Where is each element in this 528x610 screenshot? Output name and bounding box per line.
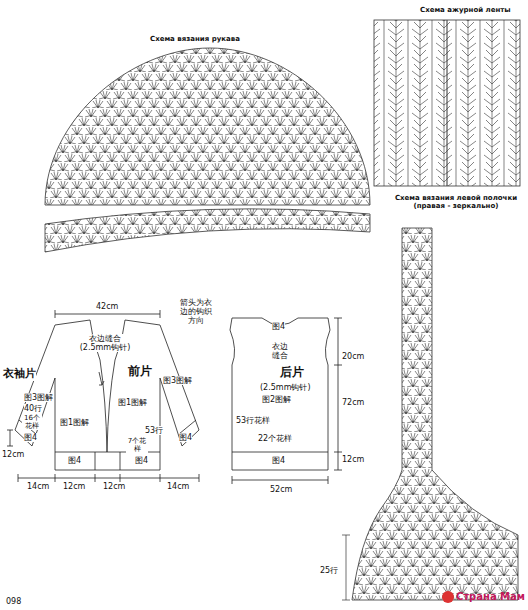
dimension: 42cm <box>96 302 118 311</box>
repeat-count: 16个花样 <box>22 414 42 430</box>
chart-ref: 图4 <box>24 433 37 442</box>
row-count: 25行 <box>320 566 338 575</box>
chart-ref: 图4 <box>179 433 192 442</box>
chart-ref: 图3图解 <box>163 376 192 385</box>
note: 衣边缝合 <box>270 342 290 360</box>
row-count: 40行 <box>24 404 42 413</box>
row-count: 53行 <box>145 426 163 435</box>
chart-heading: Схема ажурной ленты <box>420 6 511 14</box>
note: 衣边缝合 (2.5mm钩针) <box>78 334 132 352</box>
dimension: 12cm <box>103 482 125 491</box>
row-count: 53行花样 <box>236 416 270 425</box>
dimension: 14cm <box>167 482 189 491</box>
part-name: 后片 <box>280 366 304 380</box>
chart-ref: 图4 <box>272 456 285 465</box>
chart-ref: 图3图解 <box>24 393 53 402</box>
page-number: 098 <box>6 597 21 606</box>
watermark: Страна Мам <box>456 591 525 603</box>
chart-ref: 图1图解 <box>118 398 147 407</box>
dimension: 12cm <box>342 455 364 464</box>
chart-heading: Схема вязания рукава <box>150 35 240 43</box>
chart-ref: 图2图解 <box>262 395 291 404</box>
part-name: 前片 <box>128 365 152 379</box>
part-name: 衣袖片 <box>3 368 36 381</box>
chart-ref: 图4 <box>272 322 285 331</box>
dimension: 20cm <box>342 352 364 361</box>
dimension: 52cm <box>270 485 292 494</box>
note: (2.5mm钩针) <box>260 383 311 392</box>
chart-ref: 图1图解 <box>60 418 89 427</box>
chart-heading: Схема вязания левой полочки (правая - зе… <box>392 194 520 210</box>
chart-ref: 图4 <box>135 456 148 465</box>
dimension: 14cm <box>27 482 49 491</box>
dimension: 72cm <box>342 398 364 407</box>
note: 箭头为衣边的钩织方向 <box>178 298 214 326</box>
repeat-count: 22个花样 <box>258 434 292 443</box>
chart-ref: 图4 <box>68 456 81 465</box>
repeat-count: 7个花样 <box>126 437 148 453</box>
dimension: 12cm <box>2 450 24 459</box>
dimension: 12cm <box>63 482 85 491</box>
